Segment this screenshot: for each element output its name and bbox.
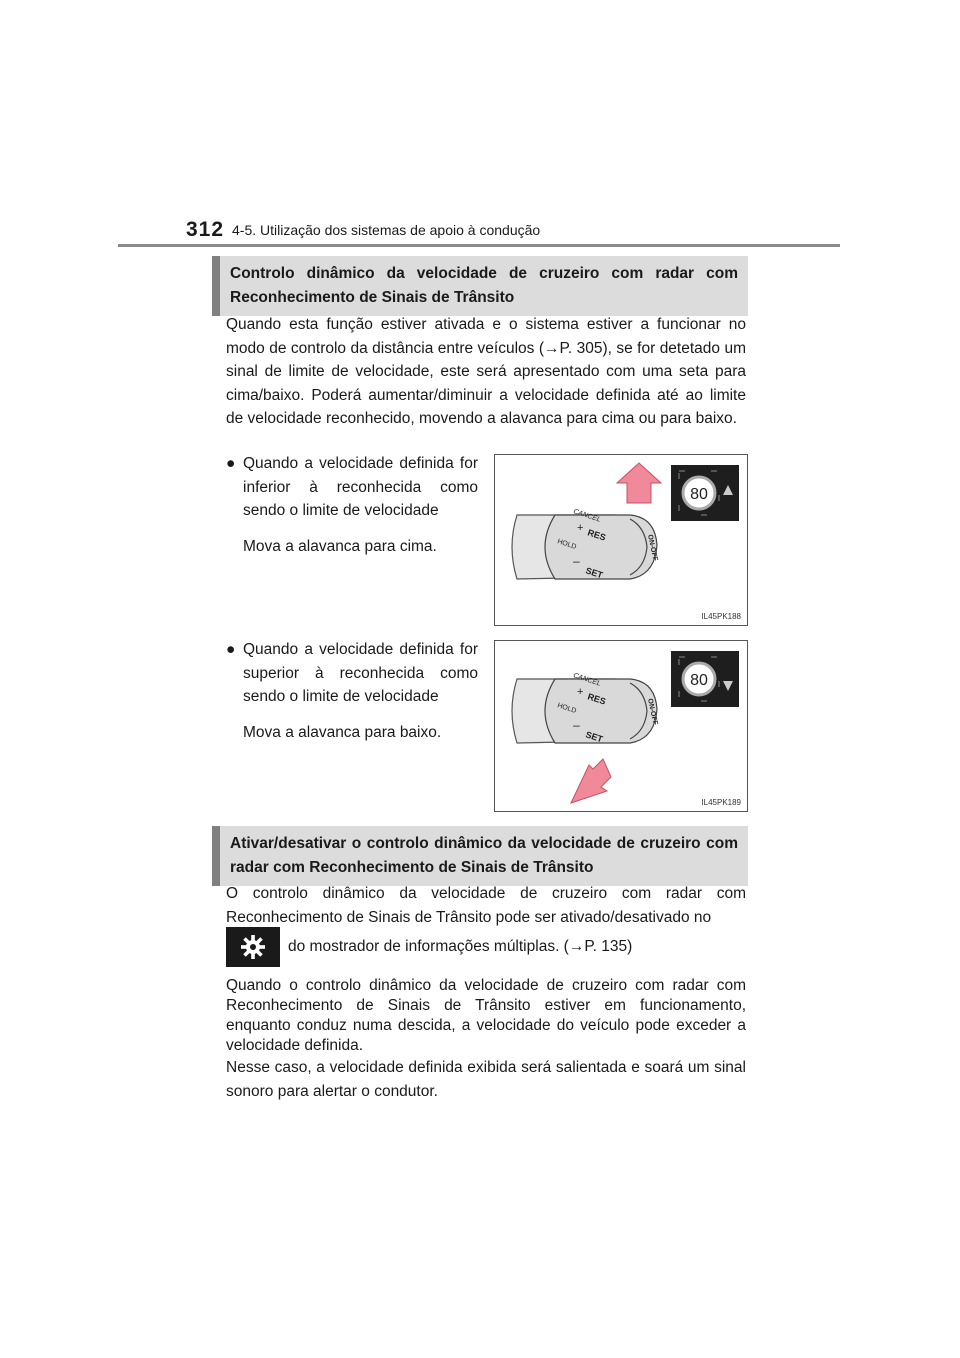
bullet-action: Mova a alavanca para cima. <box>243 537 437 555</box>
display-down-arrow-icon <box>723 681 733 691</box>
activation-paragraph: O controlo dinâmico da velocidade de cru… <box>226 885 746 926</box>
section-heading-text: Ativar/desativar o controlo dinâmico da … <box>230 835 738 876</box>
figure-code: IL45PK189 <box>701 798 741 807</box>
bullet-condition: Quando a velocidade definida for superio… <box>243 641 478 705</box>
header-divider <box>118 244 840 247</box>
warning-paragraph: Nesse caso, a velocidade definida exibid… <box>226 1059 746 1100</box>
figure-lever-down: CANCEL RES + HOLD SET – ON-OFF 80 IL45PK… <box>494 640 748 812</box>
figure-lever-up: CANCEL RES + HOLD SET – ON-OFF 80 IL45PK… <box>494 454 748 626</box>
settings-tab <box>226 927 280 967</box>
arrow-up-icon <box>615 462 663 504</box>
lever-label-minus: – <box>573 554 580 568</box>
speed-sign-value: 80 <box>690 486 708 503</box>
bullet-condition: Quando a velocidade definida for inferio… <box>243 455 478 519</box>
bullet-dot-icon: ● <box>226 455 236 472</box>
section-heading-activate: Ativar/desativar o controlo dinâmico da … <box>212 826 748 886</box>
downhill-paragraph: Quando o controlo dinâmico da velocidade… <box>226 977 746 1054</box>
lever-label-plus: + <box>577 522 583 534</box>
display-up-arrow-icon <box>723 485 733 495</box>
lever-label-minus: – <box>573 718 580 732</box>
settings-reference-text: do mostrador de informações múltiplas. (… <box>288 938 633 955</box>
chapter-title: 4-5. Utilização dos sistemas de apoio à … <box>232 222 541 238</box>
figure-code: IL45PK188 <box>701 612 741 621</box>
bullet-item-lower-speed: ● Quando a velocidade definida for infer… <box>226 452 478 558</box>
gear-icon <box>241 935 265 959</box>
lever-label-plus: + <box>577 686 583 698</box>
speed-sign-value: 80 <box>690 672 708 689</box>
section-heading-text: Controlo dinâmico da velocidade de cruze… <box>230 265 738 306</box>
arrow-down-icon <box>570 758 612 804</box>
intro-paragraph: Quando esta função estiver ativada e o s… <box>226 316 746 427</box>
bullet-dot-icon: ● <box>226 641 236 658</box>
bullet-item-higher-speed: ● Quando a velocidade definida for super… <box>226 638 478 744</box>
bullet-action: Mova a alavanca para baixo. <box>243 723 442 741</box>
section-heading-srs-acc: Controlo dinâmico da velocidade de cruze… <box>212 256 748 316</box>
page-number: 312 <box>186 218 225 241</box>
